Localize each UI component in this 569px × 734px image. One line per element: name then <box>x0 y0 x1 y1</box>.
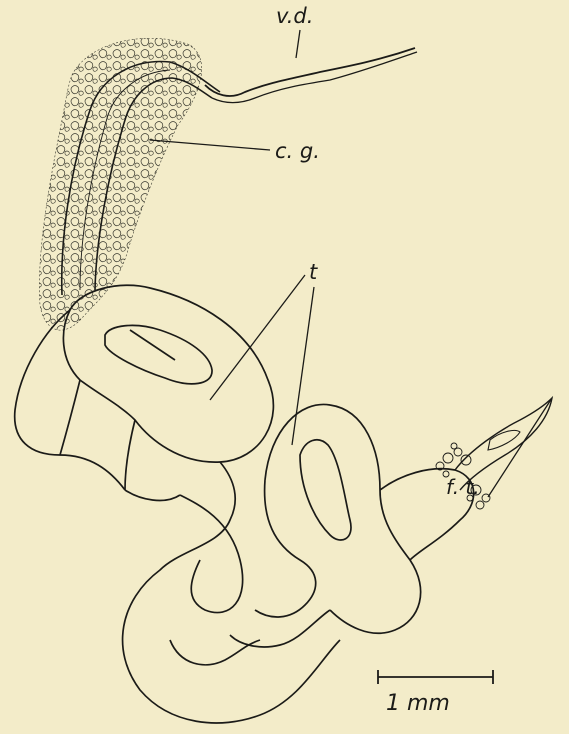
label-tubule: t <box>309 262 317 283</box>
coiled-tubule <box>15 285 474 723</box>
leader-t-upper <box>210 275 305 400</box>
scale-bar <box>378 670 493 684</box>
label-connective-gland: c. g. <box>275 141 320 162</box>
scale-bar-label: 1 mm <box>386 693 450 715</box>
leader-t-lower <box>292 287 314 445</box>
leader-vd <box>296 30 300 58</box>
label-vas-deferens: v.d. <box>276 6 313 27</box>
vas-deferens <box>205 48 415 96</box>
label-flagellum-tip: f. t. <box>446 477 480 497</box>
connective-gland <box>39 38 201 330</box>
